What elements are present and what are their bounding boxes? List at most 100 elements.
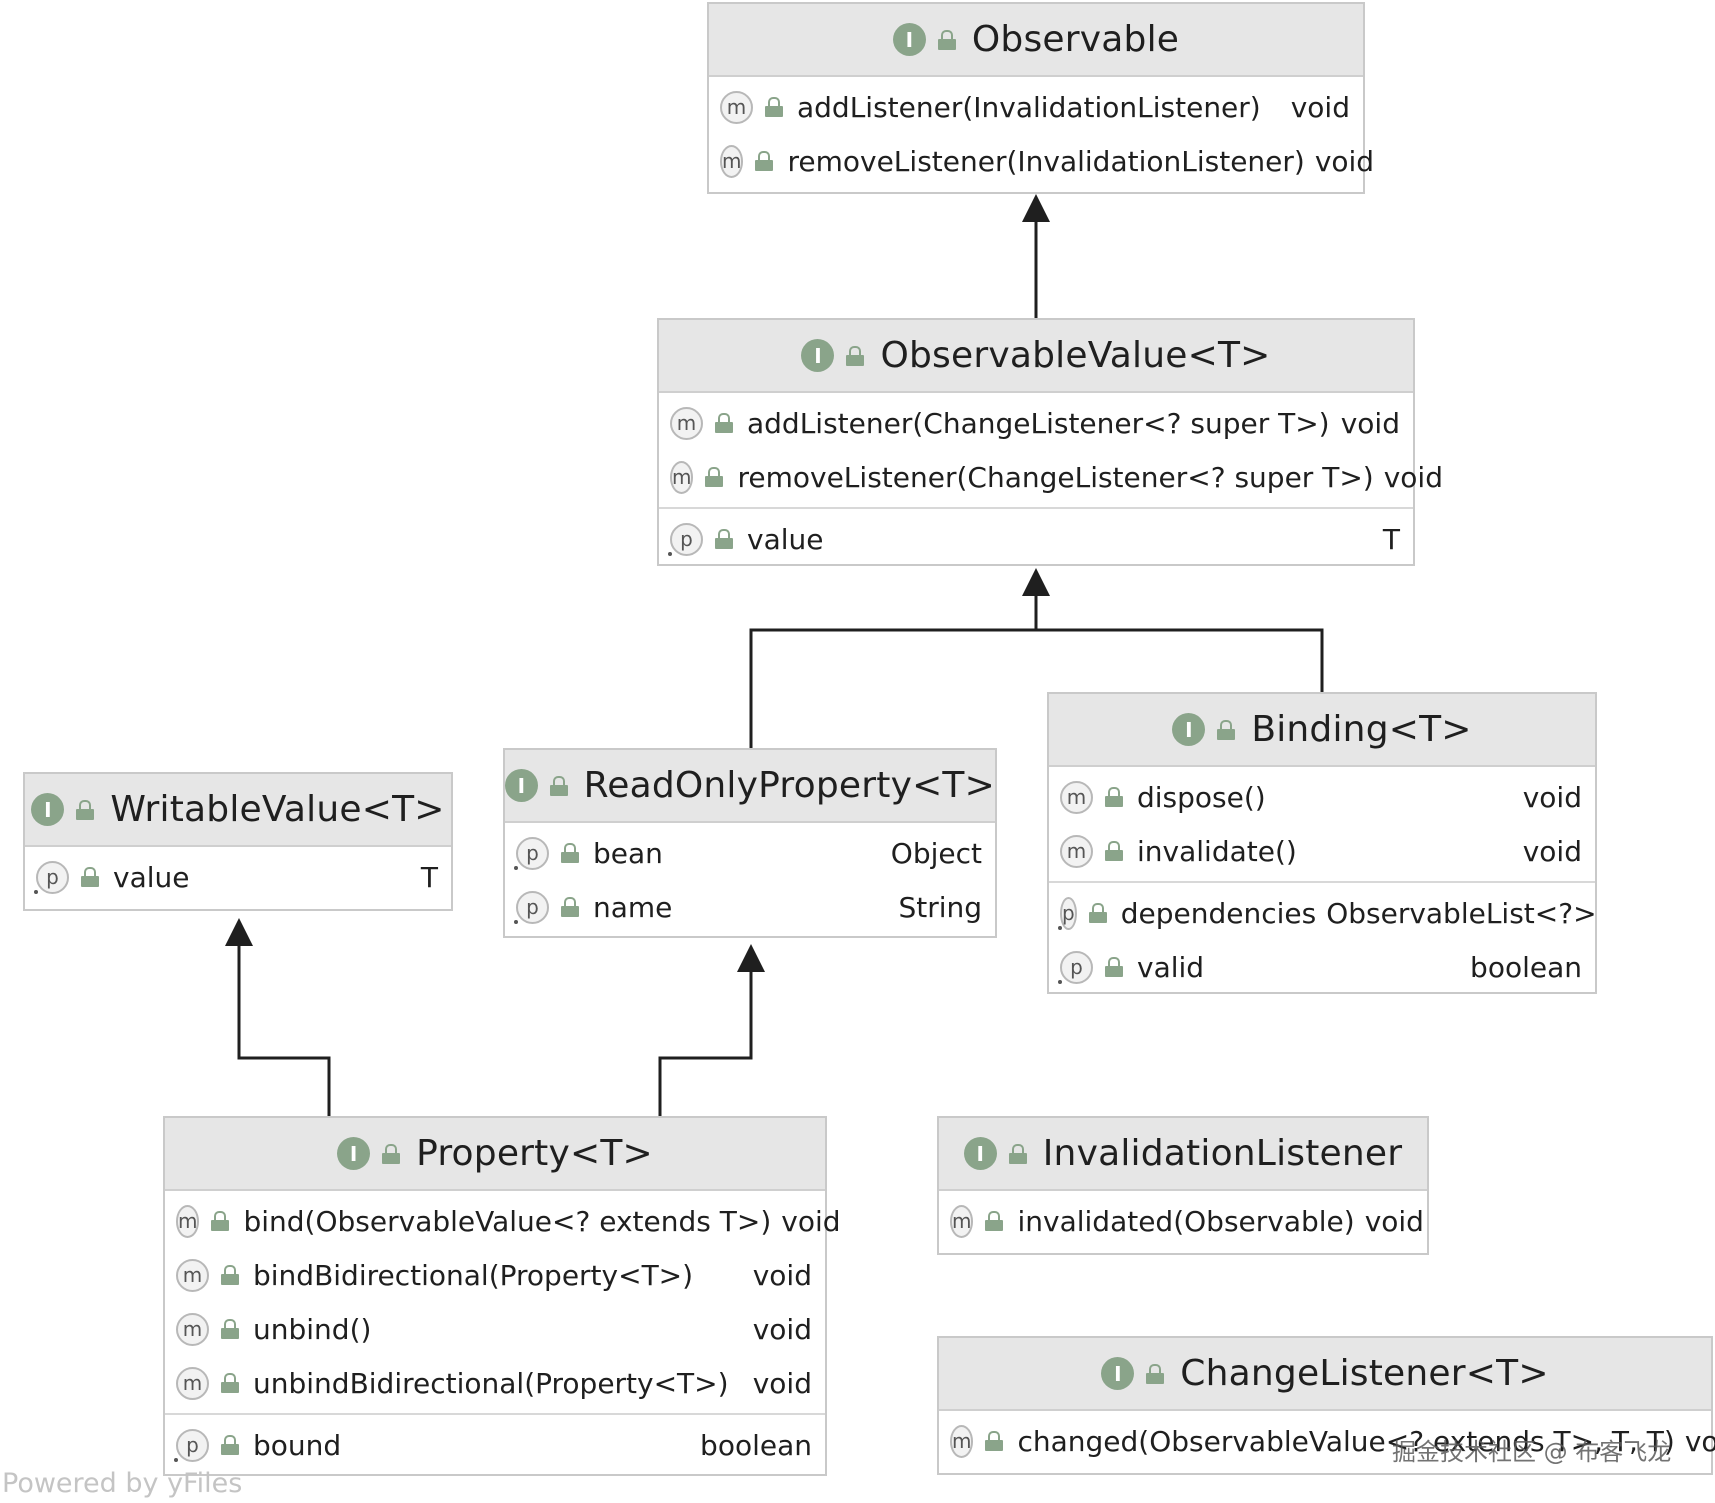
member-name: dependencies: [1120, 896, 1317, 930]
public-lock-icon: [1105, 787, 1123, 807]
method-icon: m: [1060, 834, 1093, 868]
method-row[interactable]: m addListener(ChangeListener<? super T>)…: [659, 396, 1413, 450]
property-icon: p: [1058, 896, 1077, 930]
class-title: Property<T>: [416, 1133, 653, 1174]
class-property[interactable]: I Property<T> m bind(ObservableValue<? e…: [163, 1116, 841, 1476]
property-icon: p: [668, 522, 703, 556]
public-lock-icon: [1088, 903, 1107, 923]
public-lock-icon: [755, 151, 774, 171]
member-type: void: [1364, 1204, 1424, 1238]
method-row[interactable]: m dispose() void: [1049, 770, 1595, 824]
class-header: I ObservableValue<T>: [659, 320, 1413, 393]
property-row[interactable]: p name String: [505, 880, 995, 934]
method-icon: m: [176, 1366, 209, 1400]
member-type: Object: [890, 836, 982, 870]
member-type: void: [752, 1366, 812, 1400]
methods-section: m addListener(ChangeListener<? super T>)…: [659, 393, 1443, 509]
method-row[interactable]: m removeListener(InvalidationListener) v…: [709, 134, 1374, 188]
class-binding[interactable]: I Binding<T> m dispose() void m invalida…: [1047, 692, 1597, 994]
interface-icon: I: [505, 769, 538, 802]
member-type: void: [1522, 780, 1582, 814]
member-type: void: [1290, 90, 1350, 124]
public-lock-icon: [765, 97, 783, 117]
arrowhead-observablevalue: [1022, 568, 1050, 596]
public-lock-icon: [1217, 719, 1236, 740]
public-lock-icon: [561, 843, 579, 863]
method-row[interactable]: m addListener(InvalidationListener) void: [709, 80, 1363, 134]
arrowhead-readonlyproperty: [737, 944, 765, 972]
public-lock-icon: [715, 413, 733, 433]
member-type: T: [420, 860, 438, 894]
member-name: valid: [1137, 950, 1205, 984]
method-row[interactable]: m unbindBidirectional(Property<T>) void: [165, 1356, 825, 1410]
member-type: boolean: [1470, 950, 1582, 984]
class-observable-value[interactable]: I ObservableValue<T> m addListener(Chang…: [657, 318, 1443, 566]
method-icon: m: [720, 144, 744, 178]
class-title: ReadOnlyProperty<T>: [583, 765, 995, 806]
class-observable[interactable]: I Observable m addListener(InvalidationL…: [707, 2, 1374, 194]
public-lock-icon: [549, 775, 568, 796]
property-icon: p: [1058, 950, 1093, 984]
edge-property-to-readonlyproperty: [658, 968, 753, 1116]
property-icon: p: [174, 1428, 209, 1462]
member-name: name: [593, 890, 673, 924]
method-row[interactable]: m invalidated(Observable) void: [939, 1194, 1427, 1248]
method-icon: m: [950, 1204, 974, 1238]
method-icon: m: [670, 460, 694, 494]
class-read-only-property[interactable]: I ReadOnlyProperty<T> p bean Object p na…: [503, 748, 997, 938]
method-row[interactable]: m unbind() void: [165, 1302, 825, 1356]
methods-section: m bind(ObservableValue<? extends T>) voi…: [165, 1191, 841, 1415]
class-writable-value[interactable]: I WritableValue<T> p value T: [23, 772, 453, 911]
watermark: 掘金技术社区 @ 布客飞龙: [1392, 1438, 1672, 1466]
method-row[interactable]: m bind(ObservableValue<? extends T>) voi…: [165, 1194, 841, 1248]
class-title: ChangeListener<T>: [1180, 1353, 1549, 1394]
property-row[interactable]: p value T: [25, 850, 451, 904]
member-type: void: [1314, 144, 1375, 178]
member-name: value: [747, 522, 824, 556]
property-icon: p: [514, 890, 549, 924]
public-lock-icon: [76, 799, 95, 820]
interface-icon: I: [963, 1137, 997, 1170]
methods-section: m changed(ObservableValue<? extends T>, …: [939, 1411, 1715, 1471]
method-row[interactable]: m invalidate() void: [1049, 824, 1595, 878]
class-title: WritableValue<T>: [110, 789, 445, 830]
member-name: unbind(): [253, 1312, 372, 1346]
method-icon: m: [720, 90, 753, 124]
public-lock-icon: [846, 345, 865, 366]
class-invalidation-listener[interactable]: I InvalidationListener m invalidated(Obs…: [937, 1116, 1429, 1255]
property-row[interactable]: p value T: [659, 512, 1413, 566]
method-row[interactable]: m bindBidirectional(Property<T>) void: [165, 1248, 825, 1302]
public-lock-icon: [211, 1211, 230, 1231]
class-header: I Property<T>: [165, 1118, 825, 1191]
member-name: unbindBidirectional(Property<T>): [253, 1366, 729, 1400]
member-type: void: [1383, 460, 1443, 494]
member-type: String: [898, 890, 982, 924]
public-lock-icon: [1105, 841, 1123, 861]
member-name: invalidated(Observable): [1017, 1204, 1355, 1238]
interface-icon: I: [31, 793, 65, 826]
property-row[interactable]: p bean Object: [505, 826, 995, 880]
member-name: bean: [593, 836, 663, 870]
public-lock-icon: [715, 529, 733, 549]
interface-icon: I: [337, 1137, 371, 1170]
public-lock-icon: [221, 1319, 239, 1339]
method-row[interactable]: m changed(ObservableValue<? extends T>, …: [939, 1414, 1715, 1468]
method-icon: m: [1060, 780, 1093, 814]
member-name: invalidate(): [1137, 834, 1297, 868]
member-type: void: [752, 1258, 812, 1292]
member-type: void: [1340, 406, 1400, 440]
property-row[interactable]: p valid boolean: [1049, 940, 1595, 994]
properties-section: p bean Object p name String: [505, 823, 995, 937]
public-lock-icon: [937, 29, 956, 50]
property-row[interactable]: p dependencies ObservableList<?>: [1049, 886, 1597, 940]
property-icon: p: [514, 836, 549, 870]
member-type: void: [1684, 1424, 1715, 1458]
property-row[interactable]: p bound boolean: [165, 1418, 825, 1472]
member-type: void: [1522, 834, 1582, 868]
method-row[interactable]: m removeListener(ChangeListener<? super …: [659, 450, 1443, 504]
member-type: void: [752, 1312, 812, 1346]
method-icon: m: [176, 1312, 209, 1346]
class-title: Observable: [971, 19, 1180, 60]
class-change-listener[interactable]: I ChangeListener<T> m changed(Observable…: [937, 1336, 1715, 1475]
public-lock-icon: [221, 1265, 239, 1285]
